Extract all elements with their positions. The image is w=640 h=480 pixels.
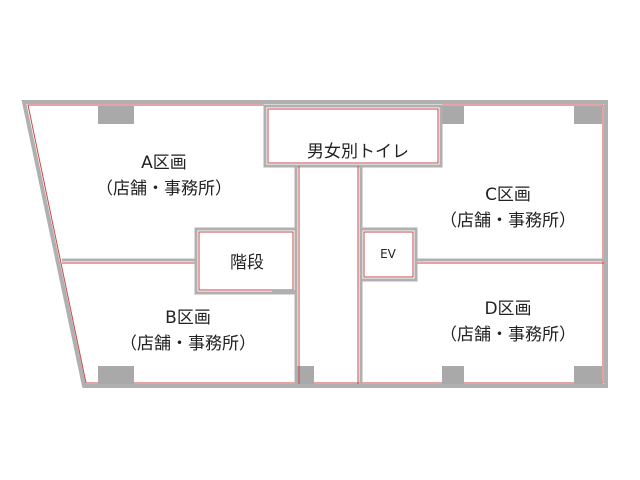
building-outline xyxy=(21,100,608,388)
column xyxy=(98,366,134,384)
column xyxy=(98,106,134,124)
toilet-label: 男女別トイレ xyxy=(307,142,409,162)
stairs-step xyxy=(272,290,296,293)
column xyxy=(574,366,602,384)
room-b-use: （店舗・事務所） xyxy=(120,334,256,354)
toilet-room-inner xyxy=(267,108,439,164)
toilet-room xyxy=(263,104,443,168)
column xyxy=(442,366,464,384)
room-b-name: B区画 xyxy=(165,308,211,328)
room-c-use: （店舗・事務所） xyxy=(440,211,576,231)
elevator-shaft xyxy=(359,227,418,282)
column xyxy=(442,106,464,124)
room-d-use: （店舗・事務所） xyxy=(440,325,576,345)
column xyxy=(296,366,314,384)
column xyxy=(574,106,602,124)
room-d-name: D区画 xyxy=(484,299,531,319)
elevator-label: EV xyxy=(380,247,397,261)
room-a-name: A区画 xyxy=(141,153,187,173)
stairs-label: 階段 xyxy=(230,253,264,273)
stairs-room-inner xyxy=(198,231,294,291)
room-a-use: （店舗・事務所） xyxy=(96,179,232,199)
room-c-name: C区画 xyxy=(485,185,531,205)
elevator-shaft-inner xyxy=(363,231,414,278)
stairs-room xyxy=(194,227,298,295)
